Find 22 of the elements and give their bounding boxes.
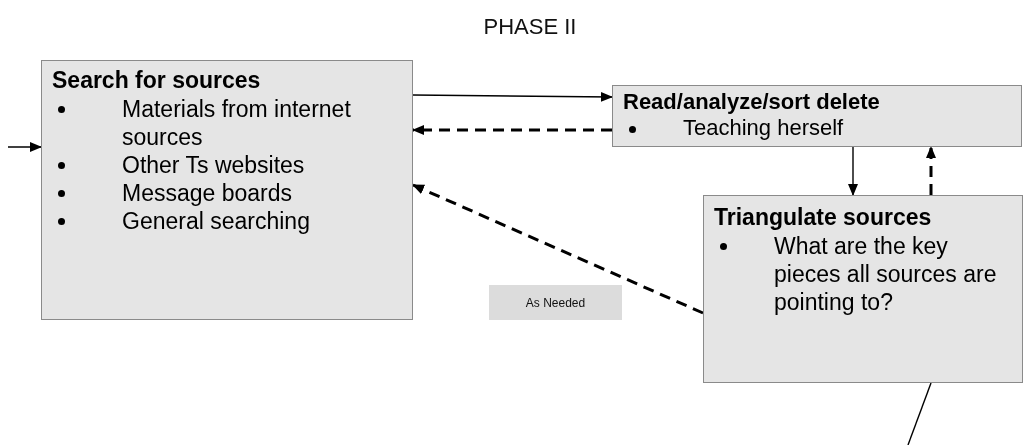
process-box [703,195,1023,383]
box-heading: Search for sources [52,67,262,95]
process-box [41,60,413,320]
bullet-item: Message boards [52,178,402,207]
bullet-item: General searching [52,206,402,235]
bullet-item: Materials from internet sources [52,94,402,151]
box-heading: Triangulate sources [714,204,933,232]
arrow [412,125,612,135]
arrow [848,146,858,196]
bullet-item: What are the key pieces all sources are pointing to? [714,231,1012,316]
box-heading: Read/analyze/sort delete [623,89,881,116]
bullet-item: Teaching herself [623,115,1011,143]
bullet-item: Other Ts websites [52,150,402,179]
connector-line [907,382,932,445]
tag-text: As Needed [525,295,586,310]
arrow [412,183,704,315]
arrow [7,142,42,152]
process-box [612,85,1022,147]
arrow [926,146,936,195]
diagram-title: PHASE II [482,14,578,40]
arrow [412,91,613,102]
note-tag [489,285,622,320]
